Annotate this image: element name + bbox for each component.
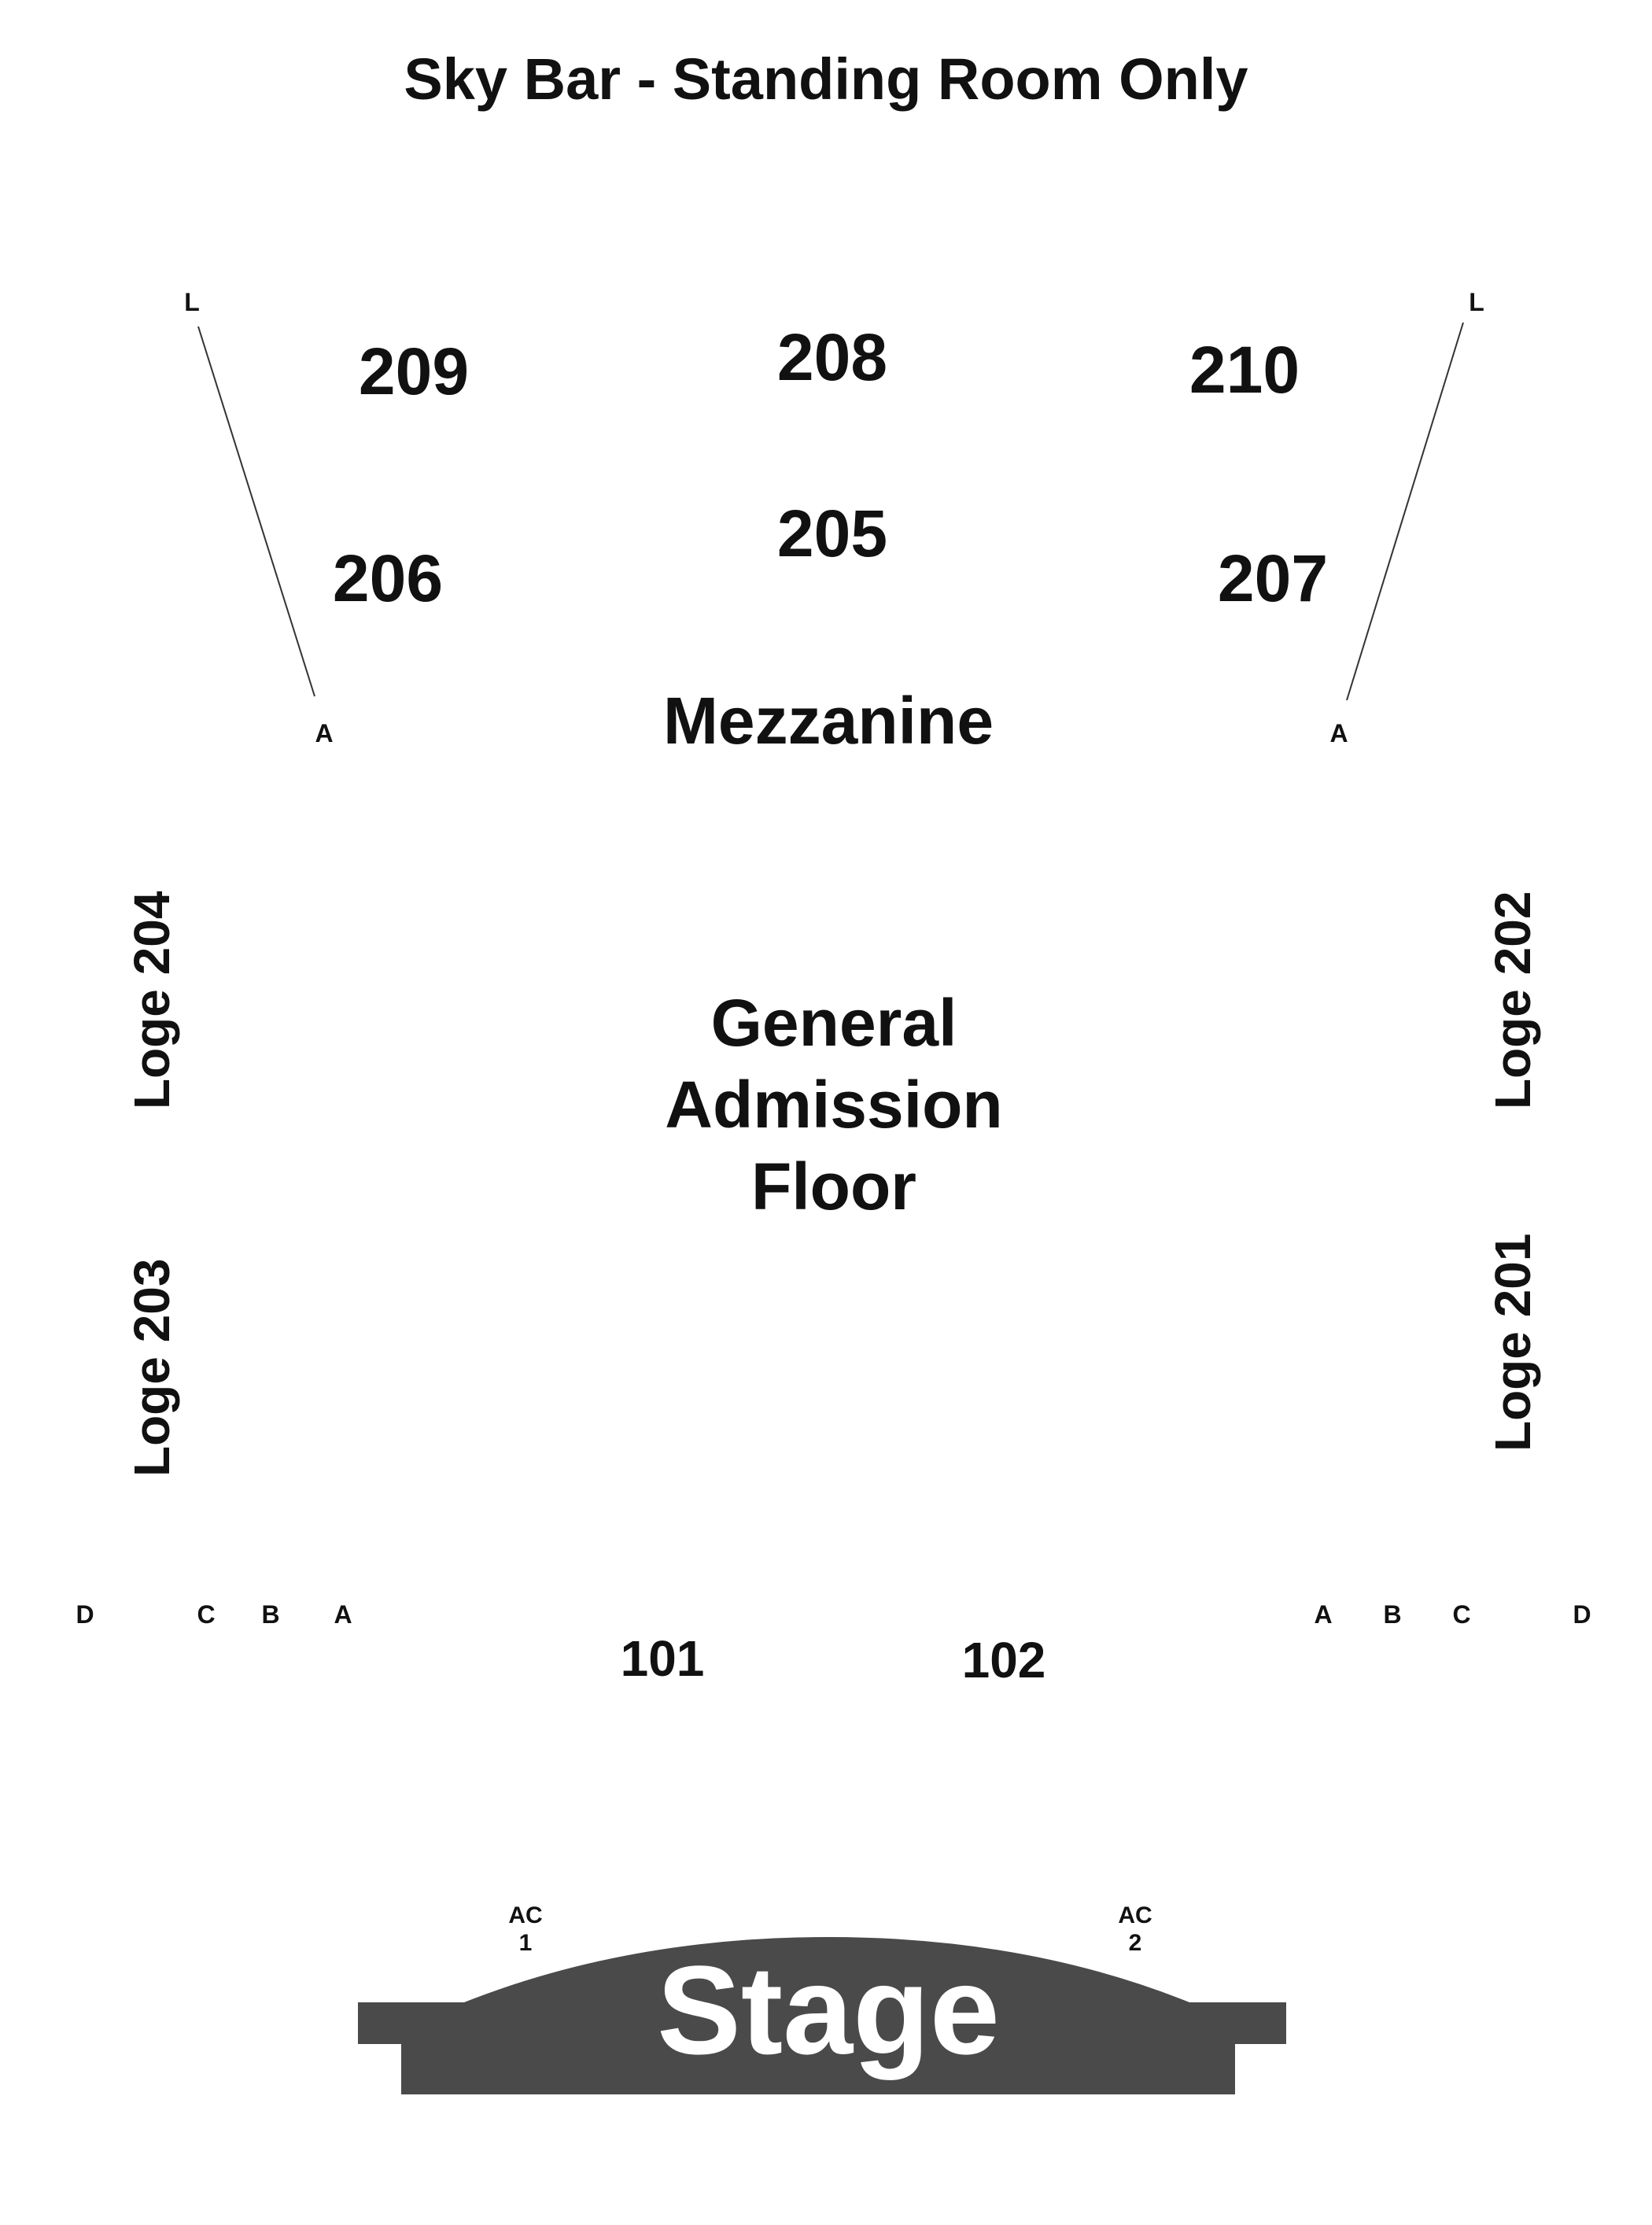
general-admission-floor[interactable]: General Admission Floor	[665, 982, 1002, 1227]
ga-line-2: Admission	[665, 1068, 1003, 1142]
loge-201[interactable]: Loge 201	[1484, 1233, 1541, 1452]
row-label-mezz-left-a: A	[315, 719, 334, 747]
ac-2-top: AC	[1118, 1902, 1152, 1928]
row-label-right-d: D	[1573, 1600, 1591, 1629]
section-208[interactable]: 208	[776, 320, 888, 394]
ac-2-bottom: 2	[1128, 1929, 1142, 1956]
row-label-mezz-left-l: L	[184, 288, 200, 316]
stage-shape	[358, 1937, 1286, 2094]
mezz-right-row-line	[1346, 322, 1464, 701]
ac-1-label: AC 1	[508, 1902, 542, 1957]
ac-1-top: AC	[508, 1902, 543, 1928]
loge-204[interactable]: Loge 204	[124, 891, 180, 1109]
ga-line-1: General	[710, 986, 957, 1060]
mezz-left-row-line	[197, 326, 315, 697]
stage-label: Stage	[657, 1939, 1000, 2080]
section-207[interactable]: 207	[1217, 541, 1329, 615]
ac-1-bottom: 1	[518, 1929, 533, 1956]
section-102[interactable]: 102	[961, 1632, 1046, 1688]
section-205[interactable]: 205	[776, 496, 888, 570]
sky-bar-title: Sky Bar - Standing Room Only	[404, 46, 1248, 112]
row-label-right-a: A	[1314, 1600, 1333, 1629]
row-label-mezz-right-a: A	[1329, 719, 1348, 747]
loge-203[interactable]: Loge 203	[124, 1258, 180, 1477]
row-label-mezz-right-l: L	[1469, 288, 1484, 316]
section-210[interactable]: 210	[1189, 333, 1300, 407]
row-label-left-a: A	[334, 1600, 352, 1629]
section-206[interactable]: 206	[332, 541, 444, 615]
section-209[interactable]: 209	[358, 334, 470, 408]
row-label-right-b: B	[1383, 1600, 1402, 1629]
ga-line-3: Floor	[751, 1149, 916, 1224]
mezzanine-label[interactable]: Mezzanine	[662, 684, 994, 758]
loge-202[interactable]: Loge 202	[1484, 891, 1541, 1109]
ac-2-label: AC 2	[1118, 1902, 1152, 1957]
row-label-right-c: C	[1452, 1600, 1471, 1629]
row-label-left-c: C	[197, 1600, 216, 1629]
section-101[interactable]: 101	[620, 1630, 705, 1687]
row-label-left-d: D	[76, 1600, 94, 1629]
row-label-left-b: B	[261, 1600, 280, 1629]
